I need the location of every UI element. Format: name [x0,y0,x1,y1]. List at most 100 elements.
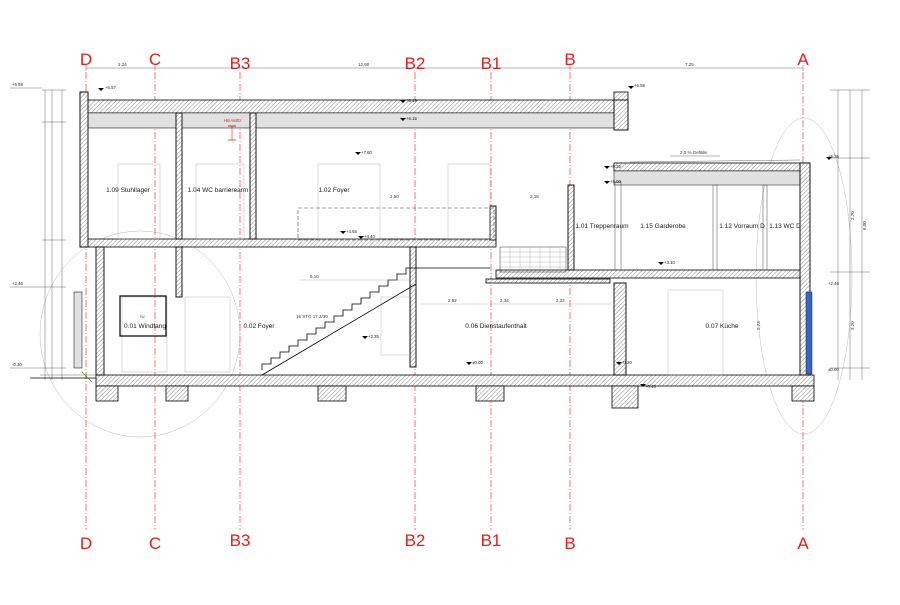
level-right-246: +2.46 [828,281,839,286]
dim-top-3: 7,25 [685,62,694,67]
grid-labels-top: D C B3 B2 B1 B A [80,50,809,73]
level-658-b: +6.58 [634,83,645,88]
wall-b-upper [567,184,575,271]
landing-slab [485,278,611,284]
level-markers: +6.57 +6.58 +6.19 +7.60 +6.15 +4.65 +4.4… [98,83,832,389]
beam-marker: HEA600 [224,118,241,141]
dim-252: 2,52 [448,298,457,303]
railing [499,246,567,273]
axis-label-b2-top: B2 [405,54,426,73]
room-label-102: 1.02 Foyer [318,187,350,194]
wall-b3-upper [249,112,257,240]
level-left-bottom: -0.30 [12,362,22,367]
axis-label-d-top: D [80,50,92,69]
room-label-007: 0.07 Küche [706,323,739,330]
level-525: +5.25 [610,164,621,169]
axis-label-b1-top: B1 [481,54,502,73]
wall-c-lower [175,246,183,298]
dim-234: 2,34 [500,298,509,303]
dim-right-upper: 2,70 [850,211,855,220]
wall-b2-lower [409,246,417,368]
right-dimensions: 6,00 3,20 2,70 +5.36 +2.46 ±0.00 [828,89,870,380]
room-label-002: 0.02 Foyer [243,323,275,330]
roof-slab [79,99,629,114]
ground-floor-slab [95,374,815,387]
axis-label-a-bottom: A [797,534,809,553]
dim-273: 2,73 [756,321,761,330]
lower-roof-slab [613,162,811,172]
foundation-6 [791,385,815,402]
axis-label-b3-bottom: B3 [230,531,251,550]
room-label-109: 1.09 Stuhllager [106,187,151,194]
axis-label-c-bottom: C [149,534,161,553]
roof-insulation [79,112,629,129]
axis-label-b2-bottom: B2 [405,531,426,550]
left-dimensions: +6.58 +2.46 -0.30 [10,82,66,380]
room-label-101: 1.01 Treppenraum [575,223,628,230]
foundation-4 [475,385,505,402]
dim-right-total: 6,00 [862,221,867,230]
level-left-mid: +2.46 [12,281,23,286]
axis-label-c-top: C [149,50,161,69]
grid-lines [85,72,804,530]
wall-a [799,162,811,376]
grid-labels-bottom: D C B3 B2 B1 B A [80,531,809,553]
room-label-104: 1.04 WC barrierearm [188,187,249,194]
level-440: +4.40 [364,234,375,239]
stair-label: 16 STG 17,2/30 [296,314,328,319]
dim-right-lower: 3,20 [850,321,855,330]
axis-label-b3-top: B3 [230,54,251,73]
windfang-facade [73,291,83,369]
dim-510: 5,10 [310,274,319,279]
wall-b1-upper [489,205,497,241]
axis-label-b-bottom: B [564,534,575,553]
upper-void-outline [297,207,495,241]
wall-d-upper [79,91,89,248]
room-label-006: 0.06 Dienstaufenthalt [465,323,527,330]
level-020: -0.20 [622,360,632,365]
level-right-000: ±0.00 [828,367,839,372]
room-label-001: 0.01 Windfang [124,323,166,330]
wall-b-top [613,99,629,131]
level-500: +5.00 [610,179,621,184]
foundation-5 [611,385,639,409]
level-657: +6.57 [105,85,116,90]
foundation-1 [95,385,119,402]
axis-label-a-top: A [797,50,809,69]
foundation-3 [317,385,347,402]
dim-250: 2,50 [390,194,399,199]
axis-label-d-bottom: D [80,534,92,553]
top-dimension-chain: 2,24 12,90 7,25 [85,62,804,71]
wall-c-upper [175,112,183,240]
upper-floor-slab-right [495,269,811,279]
level-465: +4.65 [346,229,357,234]
level-045: -0.45 [646,384,656,389]
level-000: ±0.00 [472,360,483,365]
level-760: +7.60 [361,150,372,155]
level-619: +6.19 [406,98,417,103]
beam-label: HEA600 [224,118,241,123]
level-615: +6.15 [406,116,417,121]
room-label-112: 1.12 Vorraum D [719,223,765,230]
axis-label-b1-bottom: B1 [481,531,502,550]
room-label-113: 1.13 WC D [769,223,801,230]
staircase [261,267,490,376]
slope-label: 2,0 % Gefälle [680,150,708,155]
openings [117,163,768,376]
dim-218: 2,18 [530,194,539,199]
dim-222: 2,22 [556,298,565,303]
foundation-2 [165,385,189,402]
entrance-ground [30,371,96,383]
wall-b-lower [613,282,627,376]
axis-label-b-top: B [564,50,575,69]
rw-label: rw [140,314,145,319]
window-a [805,291,813,375]
level-310: +3.10 [664,260,675,265]
level-left-top: +6.58 [12,82,23,87]
room-label-115: 1.15 Garderobe [640,223,686,230]
level-235: +2.35 [368,334,379,339]
dim-top-2: 12,90 [358,62,370,67]
wall-d-lower [95,246,105,376]
